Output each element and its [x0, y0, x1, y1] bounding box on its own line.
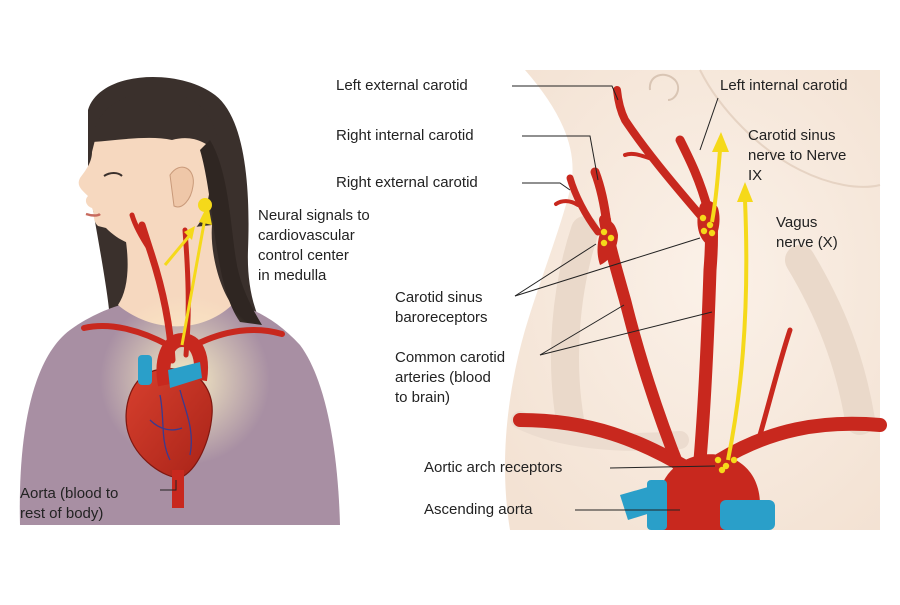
leader-sinus-1	[514, 243, 597, 297]
common-carotid-arteries-label: Common carotid arteries (blood to brain)	[395, 349, 506, 406]
right-sinus-receptors	[600, 228, 615, 247]
carotid-sinus-baroreceptors-label: Carotid sinus baroreceptors	[395, 289, 488, 326]
pulmonary-trunk-closeup	[720, 500, 775, 530]
right-external-branch	[554, 199, 580, 207]
left-internal-carotid-label: Left internal carotid	[720, 77, 848, 94]
hair-fringe	[92, 92, 220, 155]
nerve-signal-2-head	[184, 226, 195, 240]
carotid-sinus-nerve-head	[712, 132, 729, 152]
ear-outline	[648, 73, 679, 101]
leader-common-1	[539, 304, 625, 356]
ascending-aorta-label: Ascending aorta	[424, 501, 533, 518]
aorta-label: Aorta (blood to rest of body)	[20, 485, 119, 522]
leader-lines	[512, 85, 719, 511]
vagus-nerve-label: Vagus nerve (X)	[776, 214, 838, 251]
coronary-vessels	[149, 389, 192, 461]
lips	[85, 212, 101, 217]
carotid-sinus-nerve-label: Carotid sinus nerve to Nerve IX	[748, 127, 847, 184]
hair-side	[200, 140, 262, 325]
woman-illustration	[19, 76, 341, 525]
vertebral-artery	[757, 327, 793, 438]
vagus-nerve	[726, 199, 749, 461]
left-internal-carotid	[675, 135, 713, 215]
left-subclavian-artery	[713, 416, 887, 467]
right-external-carotid	[566, 174, 602, 236]
nerve-signal-1	[180, 217, 207, 346]
leader-aortic-arch	[609, 465, 716, 469]
right-external-carotid-label: Right external carotid	[336, 174, 478, 191]
vena-cava-left	[138, 355, 152, 385]
vagus-nerve-head	[737, 182, 753, 202]
left-subclavian	[81, 323, 171, 348]
left-external-branch	[623, 151, 657, 162]
leader-left-external	[512, 85, 619, 101]
leader-left-internal	[699, 97, 719, 151]
leader-right-internal	[522, 135, 599, 181]
neck-artery-branch	[129, 212, 153, 253]
descending-aorta	[172, 470, 184, 508]
right-subclavian	[192, 327, 285, 348]
muscle-left	[551, 216, 599, 434]
left-sinus-receptors	[699, 214, 716, 237]
leader-common-2	[539, 311, 713, 356]
medulla-dot	[198, 198, 212, 212]
aortic-arch-receptors	[714, 456, 738, 474]
left-external-carotid-label: Left external carotid	[336, 77, 468, 94]
neural-signals-label: Neural signals to cardiovascular control…	[258, 207, 370, 284]
leader-sinus-2	[514, 237, 701, 297]
left-external-carotid	[613, 86, 704, 219]
nerve-signal-2	[163, 234, 192, 266]
jaw-outline	[699, 69, 881, 188]
eye	[103, 172, 123, 177]
pulmonary-vein	[168, 362, 202, 388]
right-internal-carotid-label: Right internal carotid	[336, 127, 474, 144]
vessel-closeup	[505, 69, 887, 530]
aorta-leader-line	[160, 480, 177, 491]
muscle-right	[785, 245, 875, 435]
svc-closeup	[647, 480, 667, 530]
right-internal-carotid	[590, 167, 612, 230]
aortic-arch-receptors-label: Aortic arch receptors	[424, 459, 563, 476]
leader-right-external	[522, 182, 571, 191]
carotid-sinus-nerve	[710, 149, 722, 223]
ear	[169, 166, 194, 208]
